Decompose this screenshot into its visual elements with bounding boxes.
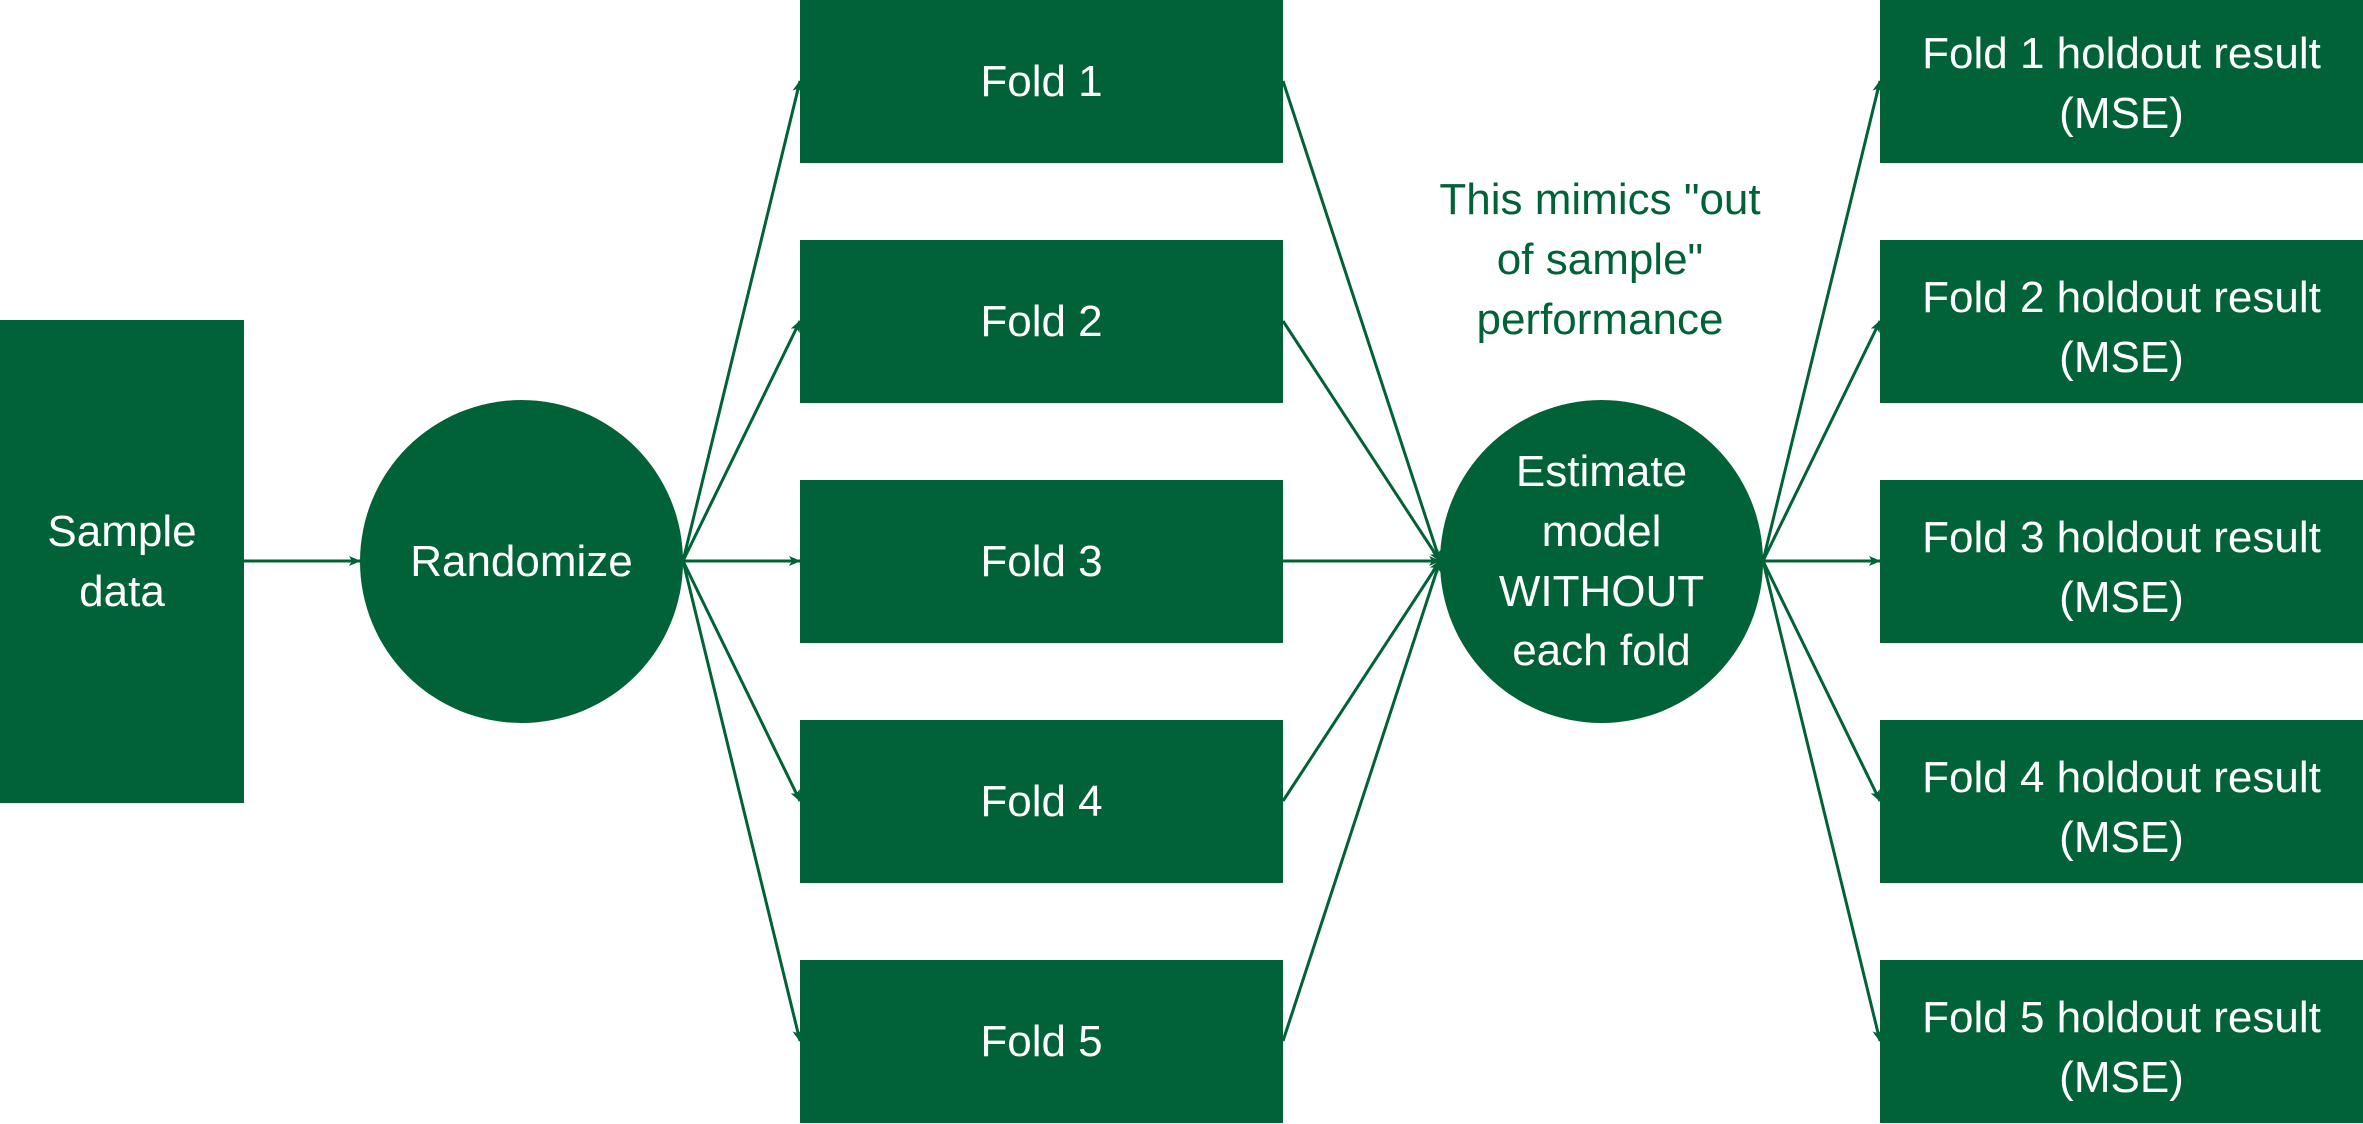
fold-4-result-node: Fold 4 holdout result (MSE) (1880, 720, 2363, 883)
estimate-model-node: Estimate model WITHOUT each fold (1440, 400, 1763, 723)
sample-data-node: Sample data (0, 320, 244, 803)
fold-5-result-label: Fold 5 holdout result (MSE) (1922, 993, 2321, 1102)
fold-5-label: Fold 5 (980, 1016, 1103, 1066)
fold-5-node: Fold 5 (800, 960, 1283, 1123)
arrow-fold-4-to-estimate (1281, 560, 1442, 802)
estimate-model-label: Estimate model WITHOUT each fold (1498, 446, 1705, 676)
fold-3-label: Fold 3 (980, 536, 1103, 586)
fold-3-result-label: Fold 3 holdout result (MSE) (1922, 513, 2321, 622)
randomize-node: Randomize (360, 400, 683, 723)
out-of-sample-annotation: This mimics "out of sample" performance (1380, 160, 1820, 360)
fold-1-node: Fold 1 (800, 0, 1283, 163)
fold-2-node: Fold 2 (800, 240, 1283, 403)
fold-1-label: Fold 1 (980, 56, 1103, 106)
arrow-randomize-to-fold-2 (681, 320, 802, 562)
arrow-randomize-to-fold-1 (681, 80, 803, 562)
fold-3-node: Fold 3 (800, 480, 1283, 643)
fold-4-result-label: Fold 4 holdout result (MSE) (1922, 753, 2321, 862)
fold-2-label: Fold 2 (980, 296, 1103, 346)
arrow-estimate-to-result-5 (1761, 560, 1883, 1042)
arrow-estimate-to-result-1 (1761, 80, 1883, 562)
fold-3-result-node: Fold 3 holdout result (MSE) (1880, 480, 2363, 643)
fold-5-result-node: Fold 5 holdout result (MSE) (1880, 960, 2363, 1123)
randomize-label: Randomize (410, 536, 633, 586)
sample-data-label: Sample data (47, 506, 197, 616)
fold-2-result-node: Fold 2 holdout result (MSE) (1880, 240, 2363, 403)
arrow-fold-1-to-estimate (1281, 80, 1442, 562)
fold-2-result-label: Fold 2 holdout result (MSE) (1922, 273, 2321, 382)
arrow-randomize-to-fold-4 (681, 560, 802, 802)
fold-1-result-label: Fold 1 holdout result (MSE) (1922, 29, 2321, 138)
arrow-randomize-to-fold-5 (681, 560, 803, 1042)
fold-4-label: Fold 4 (980, 776, 1103, 826)
arrow-fold-5-to-estimate (1281, 560, 1442, 1042)
annotation-text: This mimics "out of sample" performance (1439, 175, 1761, 344)
arrow-fold-2-to-estimate (1281, 320, 1442, 562)
arrow-estimate-to-result-2 (1761, 320, 1882, 562)
fold-1-result-node: Fold 1 holdout result (MSE) (1880, 0, 2363, 163)
fold-4-node: Fold 4 (800, 720, 1283, 883)
arrow-estimate-to-result-4 (1761, 560, 1882, 802)
